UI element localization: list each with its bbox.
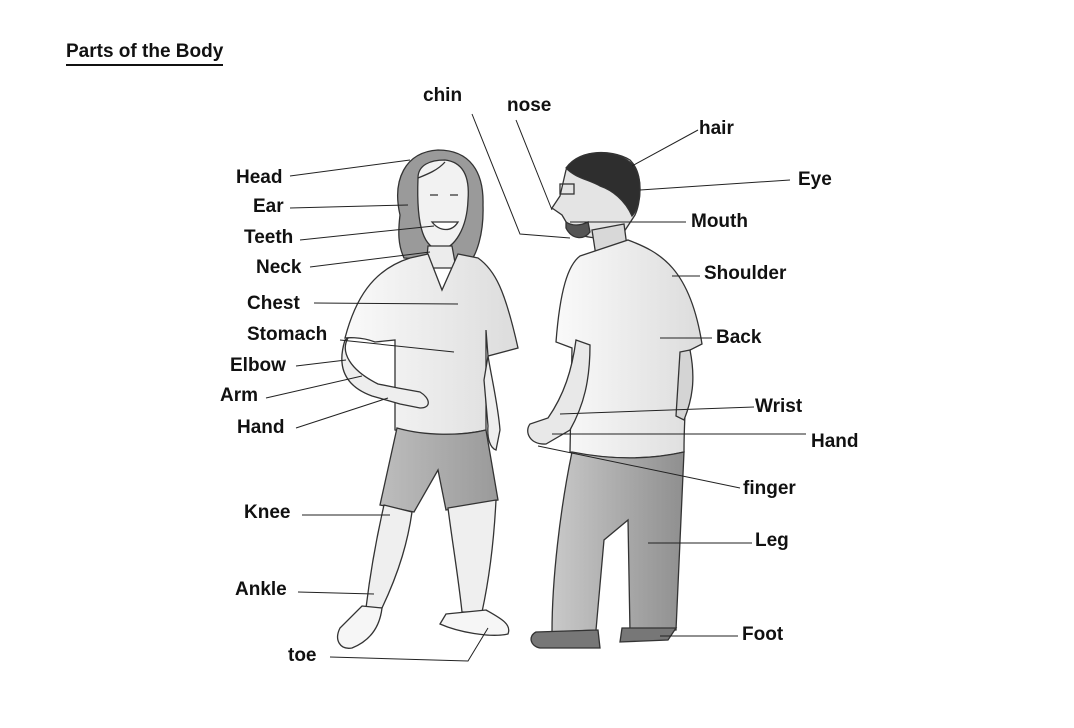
man-figure bbox=[527, 151, 703, 649]
label-elbow: Elbow bbox=[230, 355, 286, 376]
label-eye: Eye bbox=[798, 169, 832, 190]
label-nose: nose bbox=[507, 95, 552, 116]
label-chest: Chest bbox=[247, 293, 300, 314]
woman-figure bbox=[337, 149, 519, 649]
leader-eye bbox=[639, 179, 791, 191]
label-knee: Knee bbox=[244, 502, 291, 523]
leader-head bbox=[289, 159, 411, 177]
label-finger: finger bbox=[743, 478, 796, 499]
label-back: Back bbox=[716, 327, 762, 348]
leader-neck bbox=[309, 251, 431, 268]
label-hair: hair bbox=[699, 118, 734, 139]
label-shoulder: Shoulder bbox=[704, 263, 787, 284]
leader-nose bbox=[515, 119, 553, 211]
leader-ankle bbox=[297, 591, 375, 595]
leader-teeth bbox=[299, 225, 435, 241]
leader-hair bbox=[631, 129, 699, 167]
page-title: Parts of the Body bbox=[66, 42, 224, 66]
leader-stomach bbox=[339, 339, 455, 353]
label-chin: chin bbox=[423, 85, 463, 106]
leader-elbow bbox=[295, 359, 347, 367]
label-wrist: Wrist bbox=[755, 396, 803, 417]
label-mouth: Mouth bbox=[691, 211, 748, 232]
label-hand-right: Hand bbox=[811, 431, 859, 452]
leader-hand-left bbox=[295, 397, 389, 429]
label-ear: Ear bbox=[253, 196, 284, 217]
leader-lines bbox=[265, 113, 806, 662]
label-stomach: Stomach bbox=[247, 324, 328, 345]
label-ankle: Ankle bbox=[235, 579, 287, 600]
label-neck: Neck bbox=[256, 257, 302, 278]
label-toe: toe bbox=[288, 645, 317, 666]
label-foot: Foot bbox=[742, 624, 784, 645]
leader-chest bbox=[313, 302, 459, 305]
leader-ear bbox=[289, 204, 409, 209]
label-hand-left: Hand bbox=[237, 417, 285, 438]
label-head: Head bbox=[236, 167, 283, 188]
leader-chin bbox=[471, 113, 571, 239]
label-leg: Leg bbox=[755, 530, 789, 551]
leader-toe bbox=[329, 627, 489, 662]
leader-arm bbox=[265, 375, 363, 399]
leader-finger bbox=[537, 445, 741, 489]
label-arm: Arm bbox=[220, 385, 259, 406]
leader-wrist bbox=[559, 406, 755, 415]
label-teeth: Teeth bbox=[244, 227, 294, 248]
